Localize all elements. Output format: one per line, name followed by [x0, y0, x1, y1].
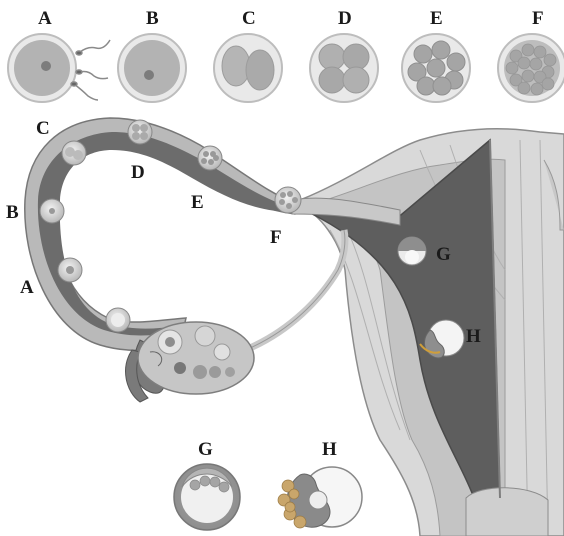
top-label-e: E [430, 8, 443, 29]
top-label-a: A [38, 8, 52, 29]
sperm-icon [71, 40, 110, 100]
stage-b-zygote: B [118, 8, 186, 102]
stage-f-morula: F [498, 8, 564, 102]
top-label-d: D [338, 8, 352, 29]
ovary [138, 322, 254, 394]
tube-label-e: E [191, 192, 204, 213]
stage-a-fertilization: A [8, 8, 110, 102]
uterus-blastocyst [398, 237, 426, 265]
bottom-stage-h: H [278, 439, 362, 528]
top-label-f: F [532, 8, 544, 29]
stage-c-two-cell: C [214, 8, 282, 102]
tube-label-f: F [270, 227, 282, 248]
top-label-c: C [242, 8, 256, 29]
stage-e-eight-cell: E [402, 8, 470, 102]
bottom-label-h: H [322, 439, 337, 460]
top-label-b: B [146, 8, 159, 29]
tube-label-c: C [36, 118, 50, 139]
tube-label-b: B [6, 202, 19, 223]
stage-d-four-cell: D [310, 8, 378, 102]
uterus-label-h: H [466, 326, 481, 347]
tube-label-a: A [20, 277, 34, 298]
bottom-label-g: G [198, 439, 213, 460]
tube-label-d: D [131, 162, 145, 183]
ovarian-ligament [250, 230, 345, 348]
bottom-stage-g: G [174, 439, 240, 530]
uterus-label-g: G [436, 244, 451, 265]
